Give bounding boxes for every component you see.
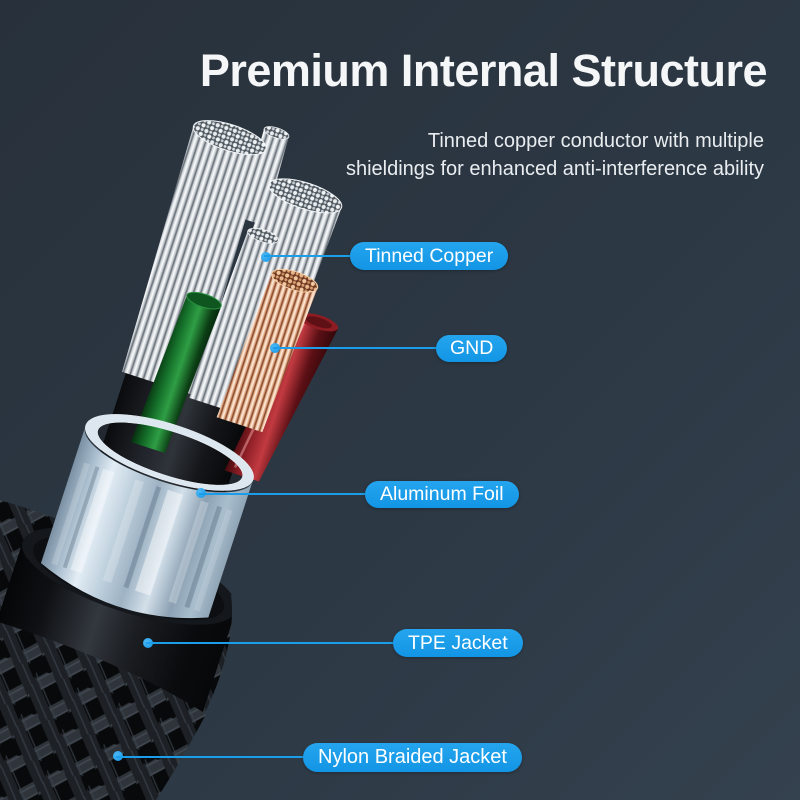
foil-sheen [51,462,233,612]
callout-label: Tinned Copper [365,244,494,267]
tinned-copper-bundle-small-back [239,126,290,226]
callout-label: TPE Jacket [408,631,508,654]
callout-line [264,255,350,257]
callout-line [116,756,303,758]
page-title: Premium Internal Structure [199,45,768,96]
subtitle-line-2: shieldings for enhanced anti-interferenc… [345,158,764,180]
callout-pill-tpe-jacket: TPE Jacket [393,629,523,657]
callout-pill-aluminum-foil: Aluminum Foil [365,481,519,508]
tinned-copper-bundle-left [122,120,267,396]
callout-label: Aluminum Foil [380,483,504,505]
gnd-copper-bundle [216,268,319,433]
callout-dot [261,252,271,262]
header: Premium Internal Structure [199,45,768,96]
aluminum-foil-layer [40,414,254,619]
callout-line [146,642,393,644]
page-subtitle: Tinned copper conductor with multiple sh… [346,127,764,183]
nylon-braided-jacket-front [0,622,206,800]
callout-pill-tinned-copper: Tinned Copper [350,242,509,270]
callout-line [273,347,436,349]
green-wire [130,291,222,454]
callout-pill-nylon-braided-jacket: Nylon Braided Jacket [303,743,522,772]
tinned-copper-bundle-mid [191,227,279,396]
callout-label: Nylon Braided Jacket [318,746,507,768]
callout-pill-gnd: GND [436,335,508,362]
callout-line [199,493,365,495]
subtitle-line-1: Tinned copper conductor with multiple [427,130,764,152]
callout-label: GND [450,337,494,359]
